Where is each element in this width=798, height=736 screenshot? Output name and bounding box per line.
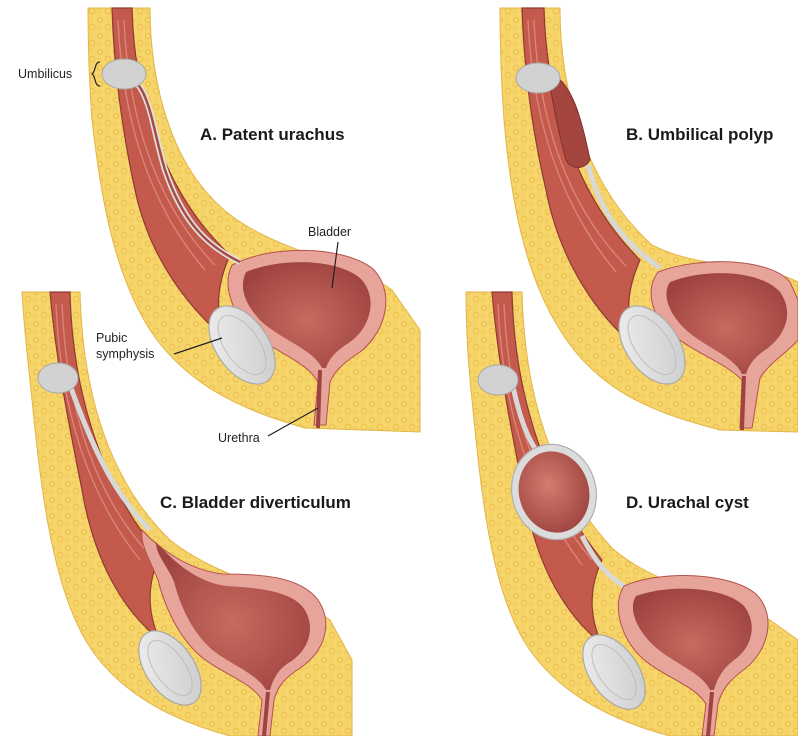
panel-a-urethra <box>318 370 320 428</box>
panel-c-title: C. Bladder diverticulum <box>160 493 351 512</box>
panel-b-urethra <box>742 376 744 430</box>
panel-c-umbilicus <box>38 363 78 393</box>
panel-a-patent-urachus: A. Patent urachus <box>88 8 420 432</box>
panel-a-umbilicus <box>102 59 146 89</box>
panel-a-title: A. Patent urachus <box>200 125 345 144</box>
panel-b-title: B. Umbilical polyp <box>626 125 773 144</box>
panel-d-title: D. Urachal cyst <box>626 493 749 512</box>
pubic-symphysis-label-line-2: symphysis <box>96 347 154 361</box>
urethra-label: Urethra <box>218 431 260 445</box>
umbilicus-label: Umbilicus <box>18 67 72 81</box>
bladder-label: Bladder <box>308 225 351 239</box>
panel-d-umbilicus <box>478 365 518 395</box>
pubic-symphysis-label-line-1: Pubic <box>96 331 127 345</box>
panel-b-umbilical-polyp: B. Umbilical polyp <box>500 8 798 432</box>
panel-b-umbilicus <box>516 63 560 93</box>
